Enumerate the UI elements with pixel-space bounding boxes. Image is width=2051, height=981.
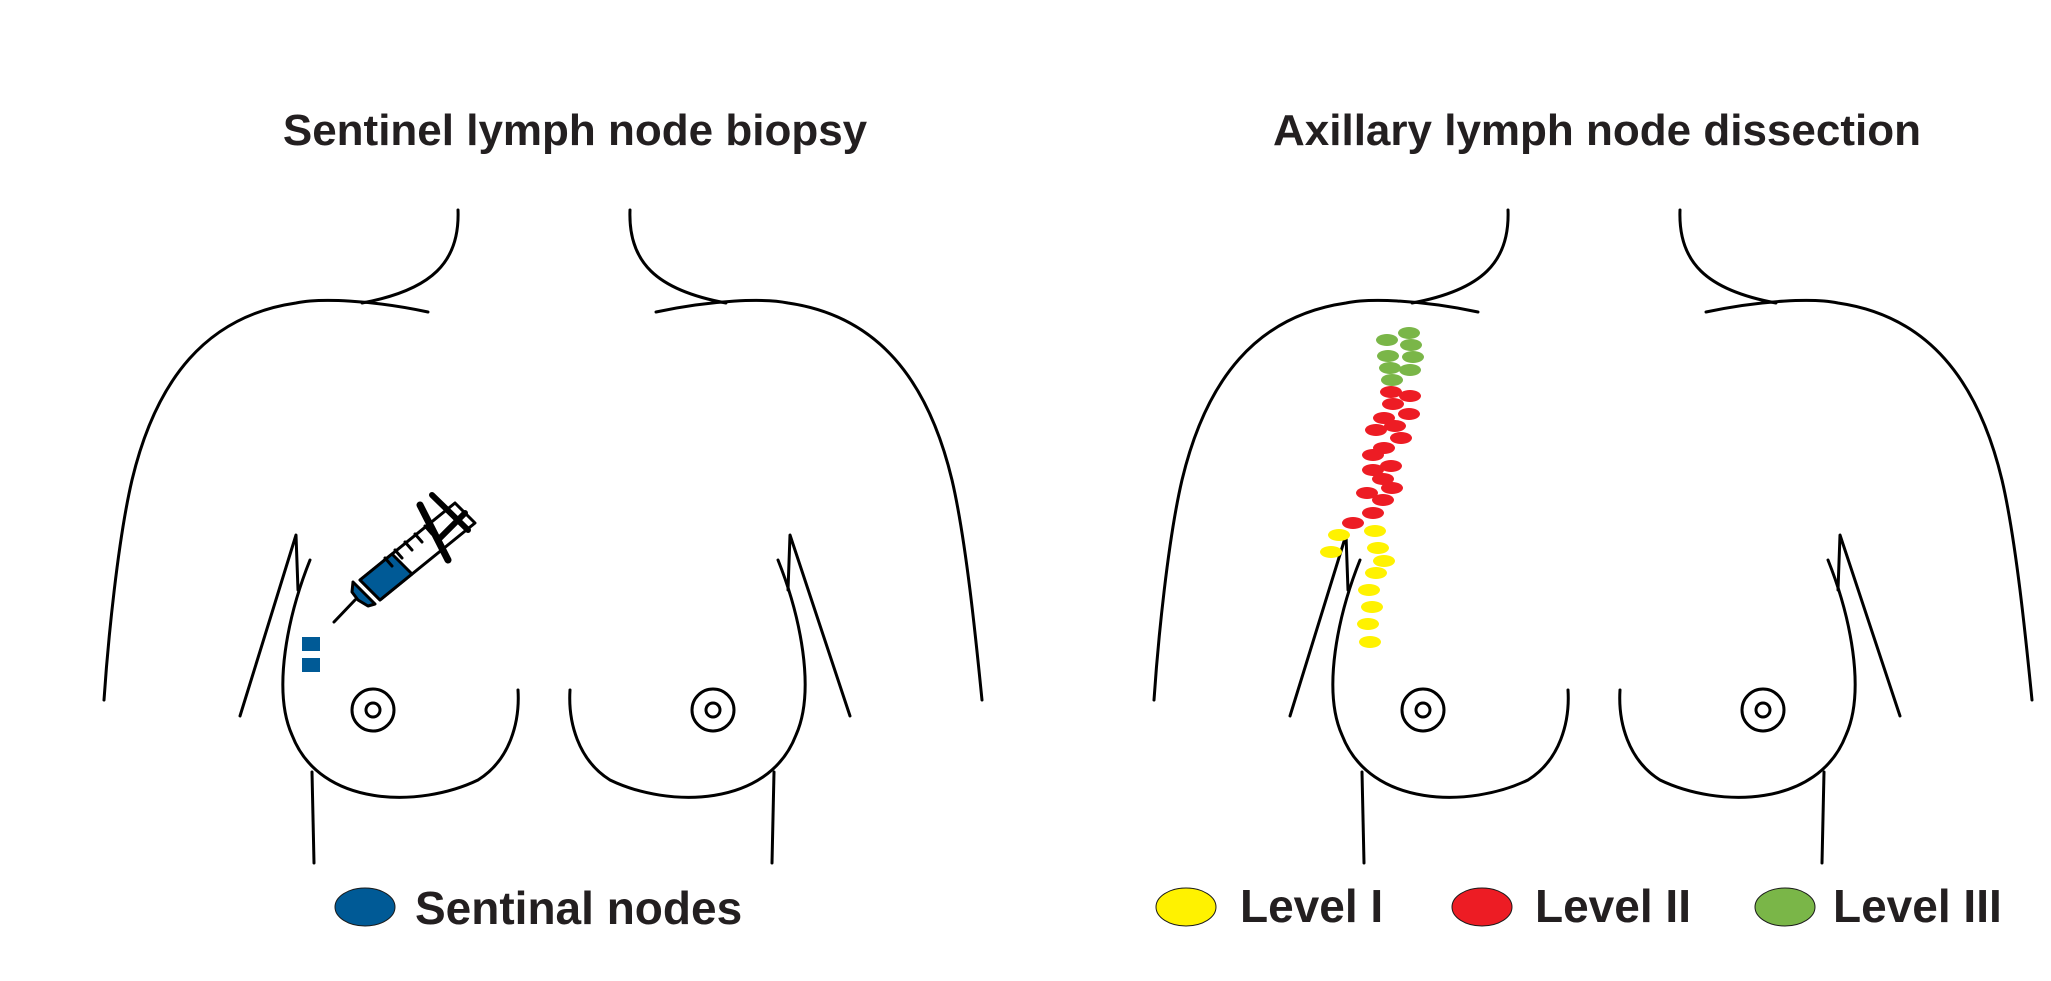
nipple-left-inner <box>364 701 382 719</box>
level-3-node <box>1381 374 1403 386</box>
level-2-node <box>1362 449 1384 461</box>
torso-left <box>102 208 984 865</box>
level-2-node <box>1356 487 1378 499</box>
level-2-node <box>1399 390 1421 402</box>
legend-swatch-level-2 <box>1451 887 1513 927</box>
level-3-nodes <box>1376 327 1424 386</box>
level-2-node <box>1372 494 1394 506</box>
level-3-node <box>1400 339 1422 351</box>
legend-label-sentinel: Sentinal nodes <box>415 882 742 934</box>
nipple-right-inner <box>704 701 722 719</box>
level-1-node <box>1367 542 1389 554</box>
level-1-nodes <box>1320 525 1395 648</box>
level-3-node <box>1379 362 1401 374</box>
legend-swatch-sentinel <box>334 887 396 927</box>
torso-right <box>1152 208 2034 865</box>
legend-sentinel: Sentinal nodes <box>334 882 742 934</box>
level-1-node <box>1359 636 1381 648</box>
level-1-node <box>1361 601 1383 613</box>
panel-title-sentinel: Sentinel lymph node biopsy <box>283 106 868 155</box>
legend-swatch-level-3 <box>1754 887 1816 927</box>
level-2-node <box>1342 517 1364 529</box>
level-1-node <box>1373 555 1395 567</box>
level-1-node <box>1364 525 1386 537</box>
level-3-node <box>1377 350 1399 362</box>
level-3-node <box>1402 351 1424 363</box>
level-2-nodes <box>1342 386 1421 529</box>
level-2-node <box>1362 507 1384 519</box>
level-2-node <box>1390 432 1412 444</box>
legend-level-3: Level III <box>1754 880 2002 932</box>
sentinel-node <box>302 658 320 672</box>
level-2-node <box>1382 398 1404 410</box>
level-2-node <box>1380 460 1402 472</box>
legend-level-2: Level II <box>1451 880 1691 932</box>
level-2-node <box>1362 464 1384 476</box>
level-3-node <box>1399 364 1421 376</box>
legend-swatch-level-1 <box>1155 887 1217 927</box>
level-1-node <box>1357 618 1379 630</box>
legend-level-1: Level I <box>1155 880 1383 932</box>
level-1-node <box>1365 567 1387 579</box>
level-2-node <box>1365 424 1387 436</box>
level-1-node <box>1320 546 1342 558</box>
syringe-icon <box>332 492 477 624</box>
sentinel-node <box>302 637 320 651</box>
sentinel-nodes <box>302 637 320 672</box>
level-3-node <box>1398 327 1420 339</box>
legend-label-level-1: Level I <box>1240 880 1383 932</box>
level-2-node <box>1398 408 1420 420</box>
level-2-node <box>1372 473 1394 485</box>
level-3-node <box>1376 334 1398 346</box>
nipple-right-outer <box>690 687 736 733</box>
legend-label-level-2: Level II <box>1535 880 1691 932</box>
level-1-node <box>1328 529 1350 541</box>
level-2-node <box>1381 482 1403 494</box>
legend-label-level-3: Level III <box>1833 880 2002 932</box>
level-2-node <box>1384 420 1406 432</box>
panel-title-axillary: Axillary lymph node dissection <box>1273 106 1921 155</box>
level-1-node <box>1358 584 1380 596</box>
nipple-left-outer <box>350 687 396 733</box>
level-2-node <box>1380 386 1402 398</box>
